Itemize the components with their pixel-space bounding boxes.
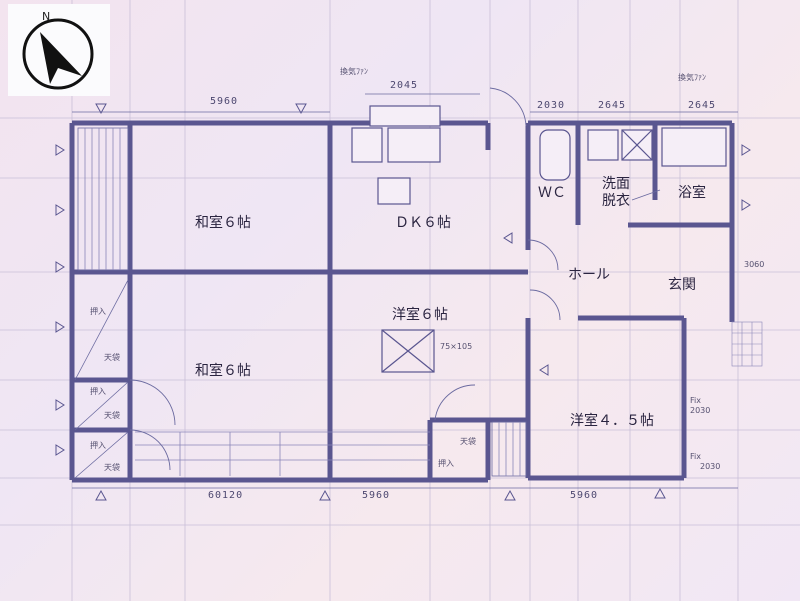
closet-label-1: 押入 <box>90 307 106 316</box>
dimension-top-3: 2030 <box>537 100 566 111</box>
room-washitsu-bottom: 和室６帖 <box>195 363 251 379</box>
closet-lines <box>74 279 129 479</box>
room-yoshitsu-4-5: 洋室４．５帖 <box>570 413 654 429</box>
compass-box: N <box>8 4 110 96</box>
room-dining-kitchen: ＤＫ６帖 <box>395 215 451 231</box>
dimension-top-4: 2645 <box>598 100 627 111</box>
genkan-tile <box>731 321 763 367</box>
dimension-bottom-2: 5960 <box>362 490 391 501</box>
door-swings <box>129 87 661 471</box>
room-bathroom: 浴室 <box>678 185 706 201</box>
room-wc: ＷＣ <box>538 185 566 201</box>
compass-north-label: N <box>42 10 51 23</box>
closet-label-4: 押入 <box>438 459 454 468</box>
dimension-bottom-1: 60120 <box>208 490 244 501</box>
fix-window-label-1: Fix <box>690 396 701 405</box>
room-yoshitsu-6: 洋室６帖 <box>392 307 448 323</box>
closet-upper-label-3: 天袋 <box>104 463 120 472</box>
room-hall: ホール <box>568 267 610 283</box>
north-arrow-icon <box>22 18 94 90</box>
fix-window-size-2: 2030 <box>700 462 721 471</box>
window-markers <box>55 103 751 501</box>
closet-label-3: 押入 <box>90 441 106 450</box>
genkan-dimension: 3060 <box>744 260 765 269</box>
dimension-lines <box>72 93 738 489</box>
fixtures <box>351 105 727 373</box>
room-datsui: 脱衣 <box>602 193 630 209</box>
engawa-hatching <box>77 127 527 477</box>
skylight-size-note: 75×105 <box>440 342 473 351</box>
fix-window-size-1: 2030 <box>690 406 711 415</box>
dimension-top-5: 2645 <box>688 100 717 111</box>
ventilation-fan-note-1: 換気ﾌｧﾝ <box>340 67 368 76</box>
dimension-top-1: 5960 <box>210 96 239 107</box>
fix-window-label-2: Fix <box>690 452 701 461</box>
room-entrance: 玄関 <box>668 277 696 293</box>
dimension-top-2: 2045 <box>390 80 419 91</box>
closet-upper-label-1: 天袋 <box>104 353 120 362</box>
room-senmen: 洗面 <box>602 176 630 192</box>
dimension-bottom-3: 5960 <box>570 490 599 501</box>
closet-upper-label-2: 天袋 <box>104 411 120 420</box>
closet-upper-label-4: 天袋 <box>460 437 476 446</box>
closet-label-2: 押入 <box>90 387 106 396</box>
room-washitsu-top: 和室６帖 <box>195 215 251 231</box>
ventilation-fan-note-2: 換気ﾌｧﾝ <box>678 73 706 82</box>
